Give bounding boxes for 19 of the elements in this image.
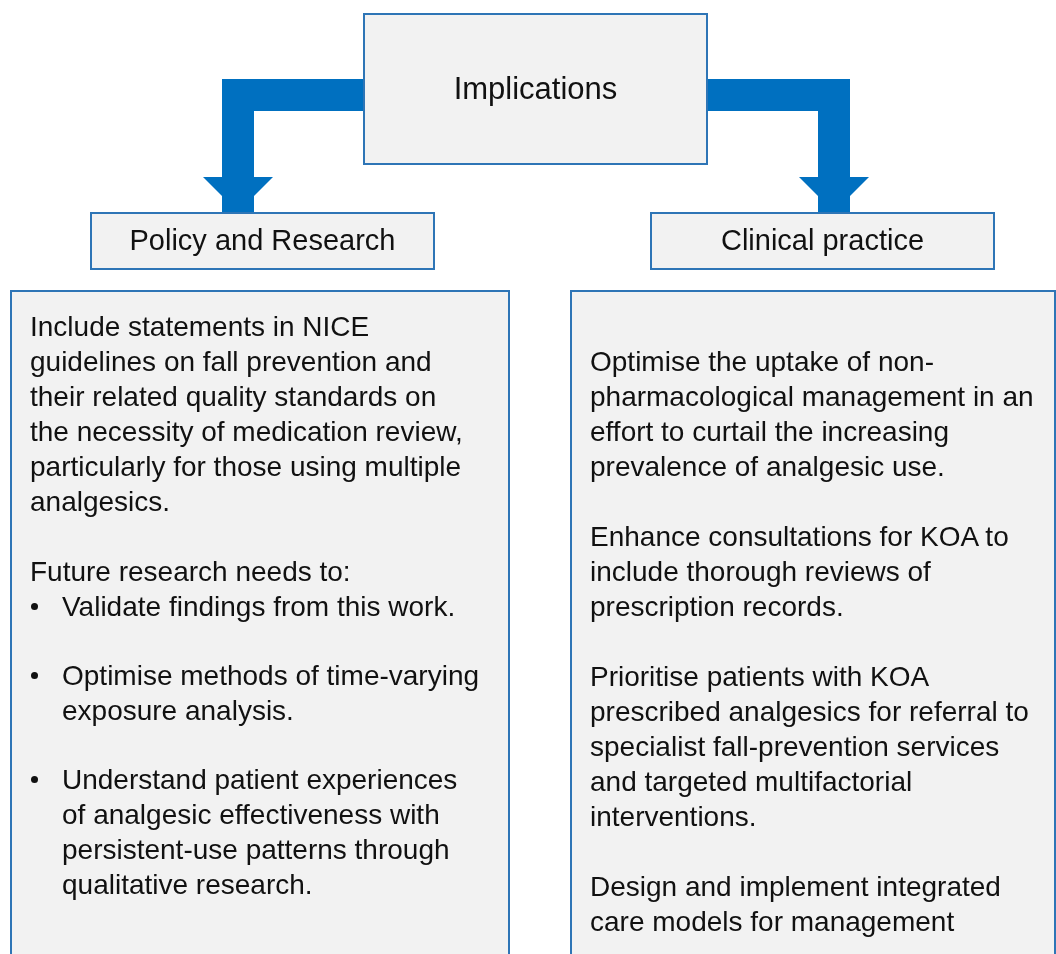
block-arrow bbox=[203, 79, 363, 212]
bullet-item: Understand patient experiences of analgesic effectiveness with persistent-use patterns through qualitative research. bbox=[62, 763, 459, 902]
header-text: Implications bbox=[453, 69, 618, 108]
header-box bbox=[363, 13, 708, 165]
header-text: Policy and Research bbox=[129, 223, 396, 259]
bullet-item: Optimise methods of time-varying exposure analysis. bbox=[62, 659, 481, 728]
header-box bbox=[90, 212, 435, 270]
header-box bbox=[650, 212, 995, 270]
text-panel bbox=[570, 290, 1056, 954]
paragraph: Prioritise patients with KOA prescribed analgesics for referral to specialist fall-prevention services and targeted multifactorial interventions. bbox=[590, 660, 1030, 834]
paragraph: Design and implement integrated care models for management bbox=[590, 870, 1002, 939]
bullet-item: Validate findings from this work. bbox=[62, 590, 456, 624]
paragraph: Optimise the uptake of non-pharmacological management in an effort to curtail the increasing prevalence of analgesic use. bbox=[590, 345, 1035, 484]
text-panel bbox=[10, 290, 510, 954]
paragraph: Include statements in NICE guidelines on fall prevention and their related quality standards on the necessity of medication review, particularly for those using multiple analgesics. bbox=[30, 310, 464, 519]
block-arrow bbox=[708, 79, 869, 212]
paragraph: Enhance consultations for KOA to include thorough reviews of prescription records. bbox=[590, 520, 1010, 624]
header-text: Clinical practice bbox=[720, 223, 925, 259]
list-heading: Future research needs to: bbox=[30, 555, 352, 589]
